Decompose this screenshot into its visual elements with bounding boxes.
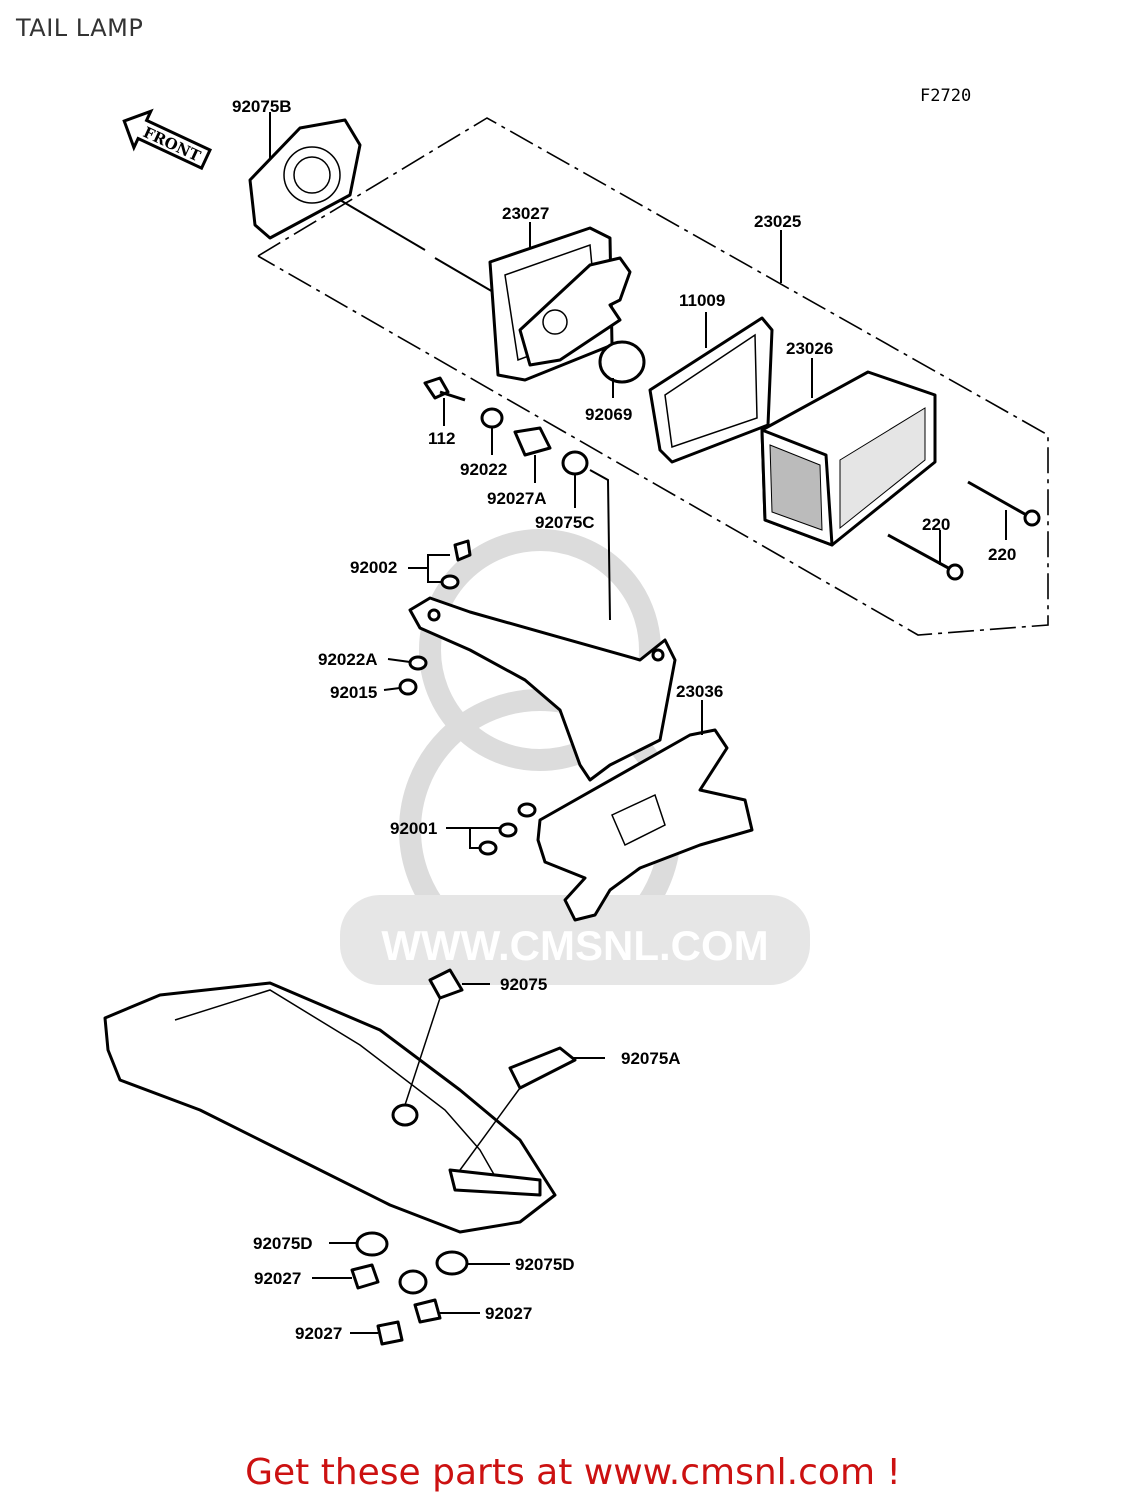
label-92075: 92075 bbox=[500, 975, 547, 994]
label-92075D-right: 92075D bbox=[515, 1255, 575, 1274]
label-92027A: 92027A bbox=[487, 489, 547, 508]
label-112: 112 bbox=[428, 429, 455, 448]
label-92075A: 92075A bbox=[621, 1049, 681, 1068]
part-92075A-grommet bbox=[508, 1046, 577, 1090]
bottom-hardware bbox=[350, 1231, 469, 1346]
front-direction-arrow-icon: FRONT bbox=[122, 108, 213, 171]
footer-link[interactable]: Get these parts at www.cmsnl.com ! bbox=[245, 1452, 901, 1493]
part-92022-washer bbox=[480, 407, 504, 429]
label-92069: 92069 bbox=[585, 405, 632, 424]
label-92027-c: 92027 bbox=[295, 1324, 342, 1343]
part-92002-bolt bbox=[440, 539, 472, 590]
page-title: TAIL LAMP bbox=[16, 14, 144, 42]
watermark-logo: WWW.CMSNL.COM bbox=[340, 529, 810, 985]
part-23026-lens bbox=[760, 370, 937, 547]
figure-code: F2720 bbox=[920, 86, 971, 106]
label-23036: 23036 bbox=[676, 682, 723, 701]
label-220a: 220 bbox=[922, 515, 950, 534]
label-23026: 23026 bbox=[786, 339, 833, 358]
label-23027: 23027 bbox=[502, 204, 549, 223]
part-220-screws bbox=[887, 480, 1041, 581]
watermark-url: WWW.CMSNL.COM bbox=[381, 922, 768, 969]
label-92022A: 92022A bbox=[318, 650, 378, 669]
part-92075C-grommet bbox=[561, 450, 589, 476]
label-92015: 92015 bbox=[330, 683, 377, 702]
label-92002: 92002 bbox=[350, 558, 397, 577]
part-11009-lens-gasket bbox=[648, 316, 774, 464]
part-92022A-washer bbox=[408, 655, 428, 671]
label-220b: 220 bbox=[988, 545, 1016, 564]
label-92075B: 92075B bbox=[232, 97, 292, 116]
part-92027A-collar bbox=[513, 426, 552, 457]
part-23027-housing bbox=[488, 226, 646, 384]
assembly-outline bbox=[257, 117, 1049, 636]
part-92015-nut bbox=[398, 678, 418, 696]
label-92001: 92001 bbox=[390, 819, 437, 838]
label-92075C: 92075C bbox=[535, 513, 595, 532]
label-92027-a: 92027 bbox=[254, 1269, 301, 1288]
part-112-bolt bbox=[423, 376, 466, 402]
label-92027-b: 92027 bbox=[485, 1304, 532, 1323]
part-23036-bracket bbox=[408, 596, 754, 922]
part-92075B-gasket bbox=[248, 118, 501, 297]
label-11009: 11009 bbox=[679, 291, 725, 310]
part-rear-fender bbox=[103, 981, 557, 1234]
part-92075-grommet bbox=[428, 968, 464, 1000]
label-92075D-left: 92075D bbox=[253, 1234, 313, 1253]
leader-lines bbox=[269, 112, 1007, 1334]
label-23025: 23025 bbox=[754, 212, 801, 231]
leader-line bbox=[589, 469, 611, 621]
label-92022: 92022 bbox=[460, 460, 507, 479]
